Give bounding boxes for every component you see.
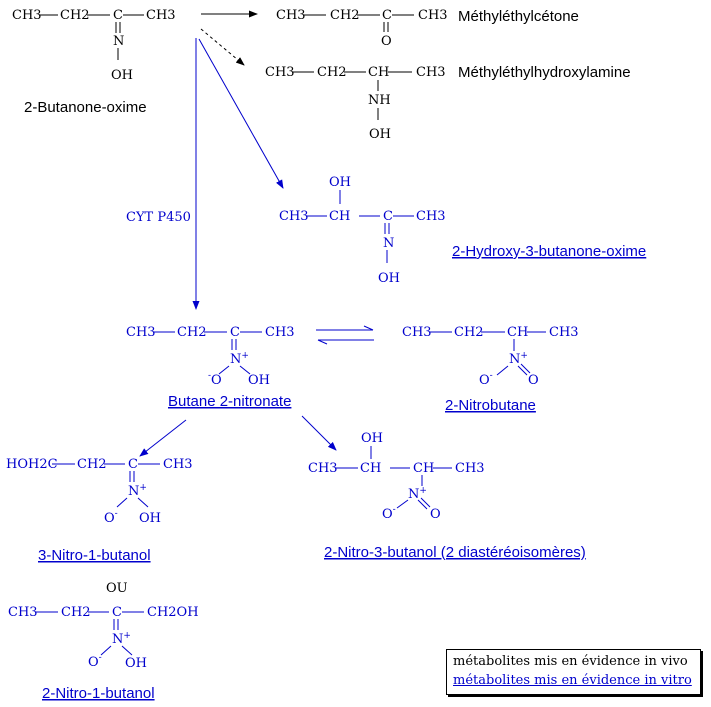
svg-text:CH3: CH3 (455, 461, 485, 476)
svg-text:N+: N+ (408, 486, 427, 502)
svg-text:CH3: CH3 (12, 8, 42, 23)
svg-text:C: C (112, 605, 122, 620)
svg-text:OU: OU (106, 581, 128, 596)
svg-text:CH3: CH3 (126, 325, 156, 340)
svg-text:CH3: CH3 (279, 209, 309, 224)
svg-text:N+: N+ (509, 351, 528, 367)
compound-3-nitro-1-butanol: HOH2C CH2 C CH3 N+ O- OH 3-Nitro-1-butan… (6, 457, 193, 564)
arrow-to-2-nitro-3-butanol (301, 415, 337, 451)
svg-text:CH3: CH3 (146, 8, 176, 23)
svg-text:OH: OH (111, 68, 133, 83)
svg-text:CH3: CH3 (416, 65, 446, 80)
reaction-arrows (139, 10, 374, 457)
svg-text:N+: N+ (230, 351, 249, 367)
svg-text:CH: CH (368, 65, 389, 80)
svg-text:CH3: CH3 (308, 461, 338, 476)
svg-text:N+: N+ (128, 483, 147, 499)
svg-text:OH: OH (378, 271, 400, 286)
svg-text:OH: OH (248, 373, 270, 388)
svg-text:N+: N+ (112, 631, 131, 647)
legend-in-vivo: métabolites mis en évidence in vivo (453, 654, 688, 669)
svg-text:OH: OH (139, 511, 161, 526)
svg-text:O-: O- (104, 509, 118, 526)
svg-text:O-: O- (88, 653, 102, 670)
svg-text:CH2OH: CH2OH (147, 605, 199, 620)
legend-in-vitro: métabolites mis en évidence in vitro (453, 673, 692, 688)
svg-text:OH: OH (125, 656, 147, 671)
svg-text:O: O (381, 34, 392, 49)
arrow-to-hydroxylamine (200, 28, 245, 66)
svg-text:CH2: CH2 (77, 457, 107, 472)
svg-text:N: N (113, 34, 124, 49)
svg-text:CH2: CH2 (454, 325, 484, 340)
svg-text:CH2: CH2 (317, 65, 347, 80)
label-butanone-oxime: 2-Butanone-oxime (24, 99, 147, 116)
svg-text:CH2: CH2 (330, 8, 360, 23)
svg-text:O: O (528, 373, 539, 388)
svg-text:CH3: CH3 (416, 209, 446, 224)
label-2-nitro-3-butanol: 2-Nitro-3-butanol (2 diastéréoisomères) (324, 544, 586, 561)
compound-methylethylhydroxylamine: CH3 CH2 CH CH3 NH OH Méthyléthylhydroxyl… (265, 64, 631, 142)
svg-text:CH: CH (413, 461, 434, 476)
svg-text:OH: OH (361, 431, 383, 446)
compound-nitrobutane: CH3 CH2 CH CH3 N+ O- O 2-Nitrobutane (402, 325, 579, 414)
svg-text:CH: CH (329, 209, 350, 224)
svg-text:OH: OH (369, 127, 391, 142)
legend-box: métabolites mis en évidence in vivo méta… (446, 649, 701, 695)
arrow-to-3-nitro-1-butanol (139, 419, 187, 457)
compound-hydroxy-butanone-oxime: OH CH3 CH C CH3 N OH 2-Hydroxy-3-butanon… (279, 175, 646, 286)
svg-text:O-: O- (382, 505, 396, 522)
svg-text:C: C (128, 457, 138, 472)
label-nitrobutane: 2-Nitrobutane (445, 397, 536, 414)
svg-text:CH3: CH3 (418, 8, 448, 23)
compound-butanone-oxime: CH3 CH2 C CH3 N OH 2-Butanone-oxime (12, 8, 176, 116)
compound-butane-nitronate: CH3 CH2 C CH3 N+ -O OH Butane 2-nitronat… (126, 325, 295, 410)
svg-text:O-: O- (479, 371, 493, 388)
svg-text:C: C (382, 8, 392, 23)
label-butane-nitronate: Butane 2-nitronate (168, 393, 291, 410)
svg-text:HOH2C: HOH2C (6, 457, 58, 472)
label-2-nitro-1-butanol: 2-Nitro-1-butanol (42, 685, 155, 702)
svg-text:CH3: CH3 (276, 8, 306, 23)
svg-text:C: C (113, 8, 123, 23)
svg-text:CH3: CH3 (549, 325, 579, 340)
arrow-to-hydroxy-oxime (198, 38, 284, 189)
svg-text:OH: OH (329, 175, 351, 190)
svg-text:CH3: CH3 (8, 605, 38, 620)
svg-text:NH: NH (368, 93, 391, 108)
svg-text:C: C (230, 325, 240, 340)
svg-text:CH3: CH3 (265, 65, 295, 80)
compound-methylethylketone: CH3 CH2 C CH3 O Méthyléthylcétone (276, 8, 579, 49)
compound-2-nitro-1-butanol: OU CH3 CH2 C CH2OH N+ O- OH 2-Nitro-1-bu… (8, 581, 199, 702)
label-3-nitro-1-butanol: 3-Nitro-1-butanol (38, 547, 151, 564)
svg-text:CH3: CH3 (265, 325, 295, 340)
svg-text:CH: CH (507, 325, 528, 340)
label-hydroxy-butanone-oxime: 2-Hydroxy-3-butanone-oxime (452, 243, 646, 260)
svg-text:C: C (383, 209, 393, 224)
svg-text:N: N (383, 236, 394, 251)
enzyme-label: CYT P450 (126, 210, 191, 225)
svg-text:CH2: CH2 (177, 325, 207, 340)
svg-text:CH: CH (360, 461, 381, 476)
svg-text:CH2: CH2 (61, 605, 91, 620)
label-methylethylketone: Méthyléthylcétone (458, 8, 579, 25)
svg-text:-O: -O (208, 371, 222, 388)
svg-text:CH3: CH3 (402, 325, 432, 340)
compound-2-nitro-3-butanol: OH CH3 CH CH CH3 N+ O- O 2-Nitro-3-butan… (308, 431, 586, 561)
label-methylethylhydroxylamine: Méthyléthylhydroxylamine (458, 64, 631, 81)
svg-text:CH2: CH2 (60, 8, 90, 23)
svg-text:CH3: CH3 (163, 457, 193, 472)
svg-text:O: O (430, 507, 441, 522)
